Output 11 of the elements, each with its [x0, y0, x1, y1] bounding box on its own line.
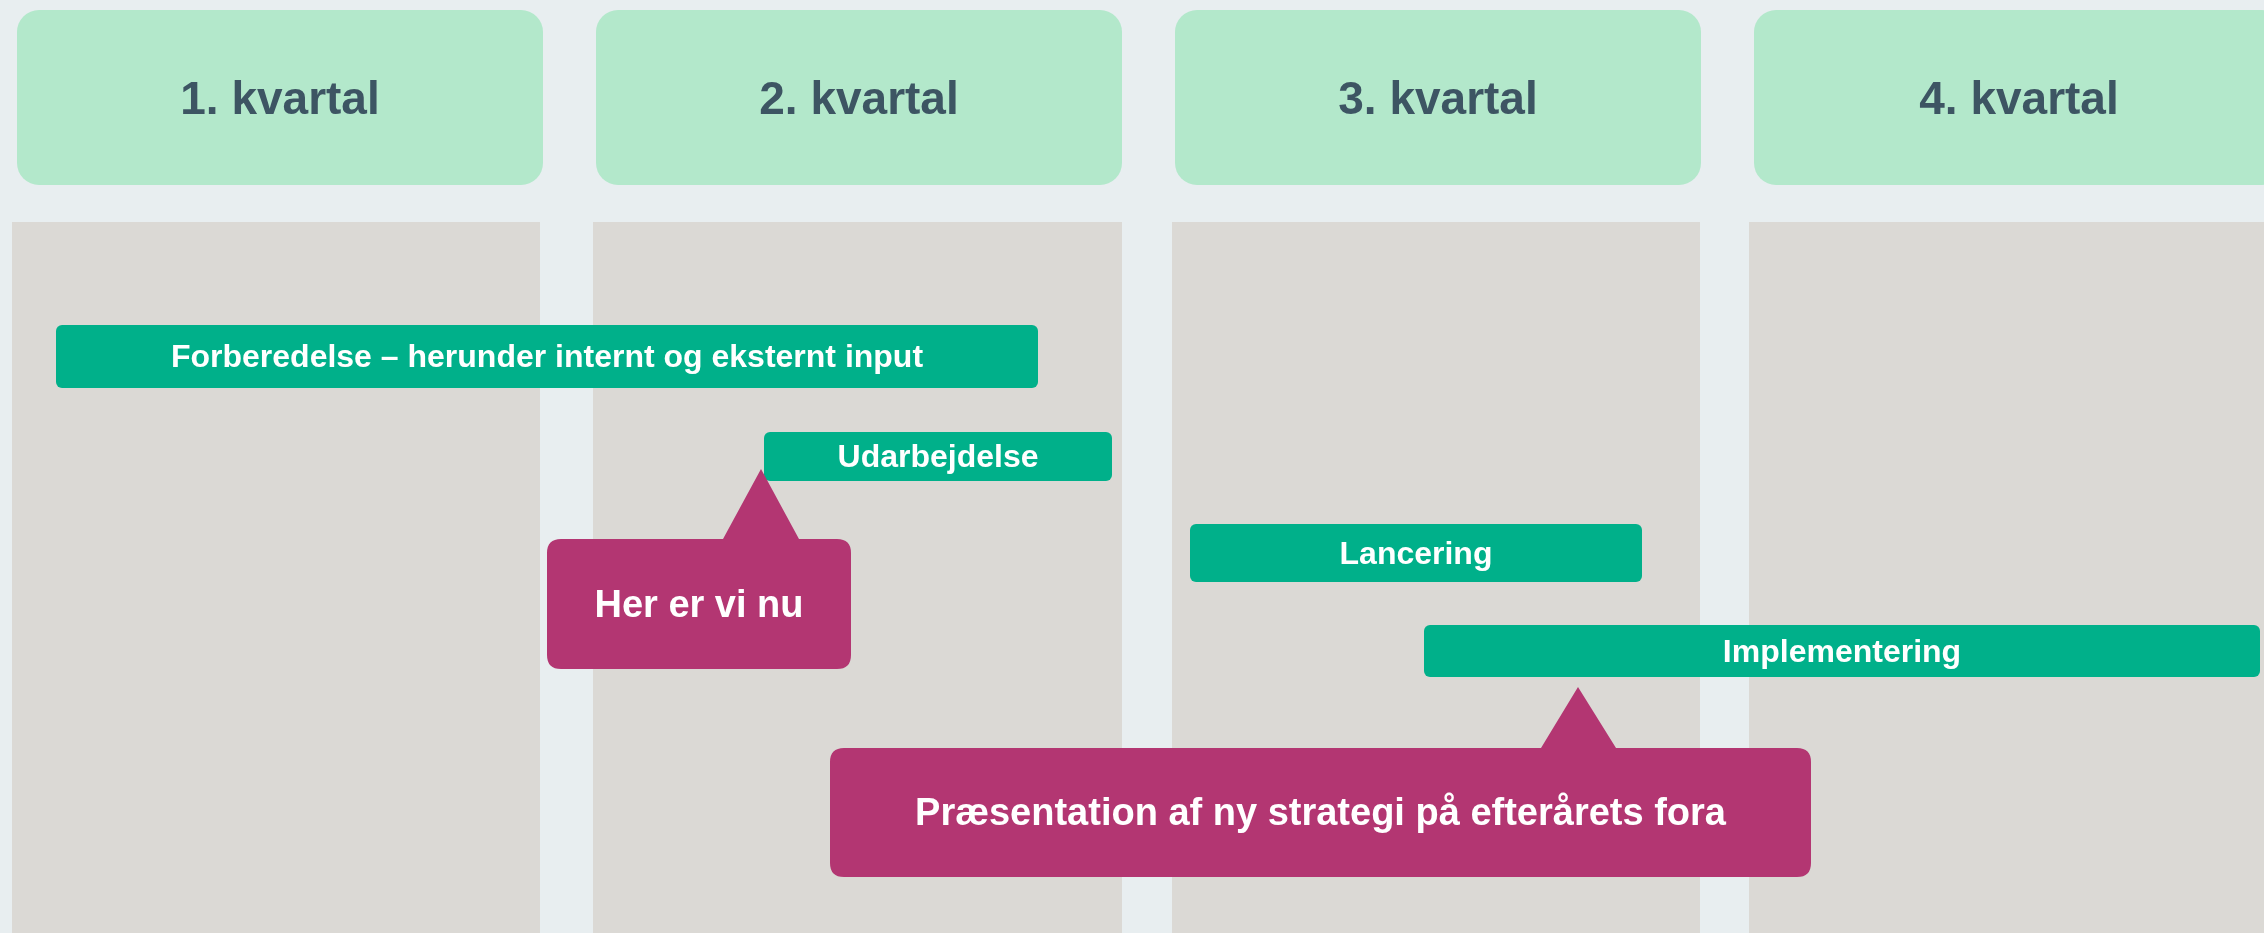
timeline-bar: Implementering	[1424, 625, 2260, 677]
callout-text: Her er vi nu	[593, 581, 805, 627]
quarter-header: 3. kvartal	[1175, 10, 1701, 185]
timeline-bar: Lancering	[1190, 524, 1642, 582]
callout-text: Præsentation af ny strategi på efterårets fora	[914, 790, 1727, 835]
quarter-header: 4. kvartal	[1754, 10, 2264, 185]
quarter-header: 2. kvartal	[596, 10, 1122, 185]
callout-bubble	[830, 687, 1811, 877]
timeline-bar: Udarbejdelse	[764, 432, 1112, 481]
timeline-bar: Forberedelse – herunder internt og eksternt input	[56, 325, 1038, 388]
quarter-header: 1. kvartal	[17, 10, 543, 185]
